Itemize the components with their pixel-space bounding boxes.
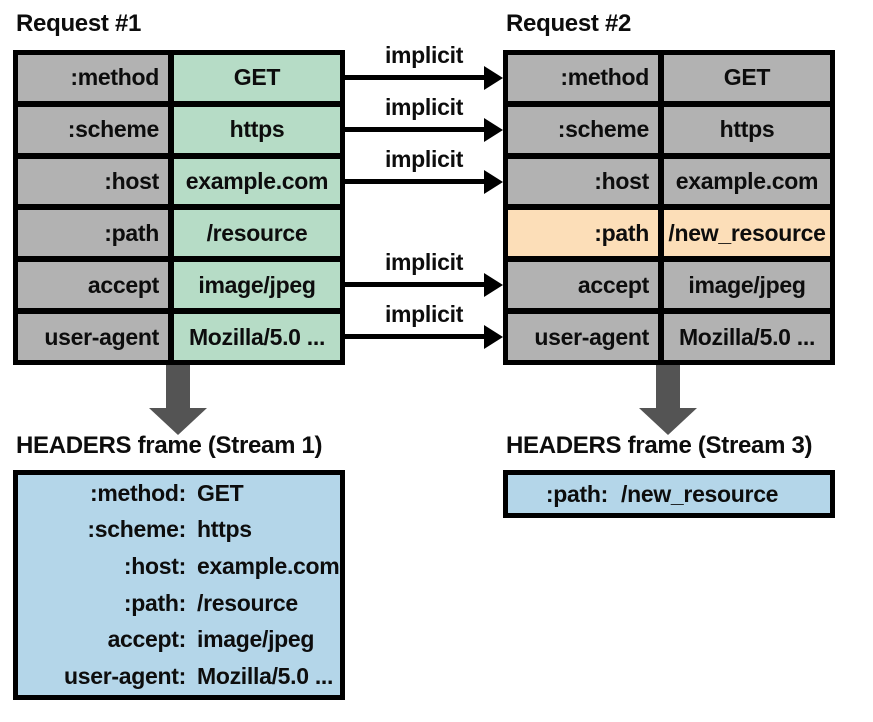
down-arrow-head bbox=[639, 408, 697, 435]
frame-entry-name: :host: bbox=[123, 553, 186, 580]
frame-entry-name: :path: bbox=[123, 589, 186, 616]
header-name-cell: :scheme bbox=[18, 106, 168, 153]
header-value-cell: image/jpeg bbox=[664, 262, 830, 309]
arrow-head-icon bbox=[484, 66, 503, 90]
arrow-head-icon bbox=[484, 118, 503, 142]
implicit-arrow-accept: implicit bbox=[345, 249, 503, 297]
header-name-cell: :scheme bbox=[508, 106, 658, 153]
request1-title: Request #1 bbox=[16, 10, 142, 37]
down-arrow-shaft bbox=[166, 365, 190, 408]
frame1-title: HEADERS frame (Stream 1) bbox=[16, 432, 323, 459]
frame-entry-value: GET bbox=[197, 479, 244, 506]
header-name-cell: :host bbox=[18, 158, 168, 205]
header-name-cell: accept bbox=[508, 262, 658, 309]
frame-entry-value: image/jpeg bbox=[197, 626, 315, 653]
arrow-head-icon bbox=[484, 273, 503, 297]
down-arrow-shaft bbox=[656, 365, 680, 408]
header-value-cell: https bbox=[664, 106, 830, 153]
arrow-line bbox=[345, 282, 486, 287]
header-value-cell: /resource bbox=[174, 210, 340, 257]
implicit-arrow-label: implicit bbox=[384, 42, 464, 68]
arrow-head-icon bbox=[484, 170, 503, 194]
header-name-cell-highlighted: :path bbox=[508, 210, 658, 257]
headers-frame-stream1-box: :method: GET :scheme: https :host: examp… bbox=[13, 470, 345, 700]
header-value-cell: https bbox=[174, 106, 340, 153]
implicit-arrow-label: implicit bbox=[384, 301, 464, 327]
header-value-cell: Mozilla/5.0 ... bbox=[664, 314, 830, 360]
down-arrow-head bbox=[149, 408, 207, 435]
header-value-cell: example.com bbox=[664, 158, 830, 205]
arrow-head-icon bbox=[484, 325, 503, 349]
implicit-arrow-scheme: implicit bbox=[345, 94, 503, 142]
frame-entry-value: https bbox=[197, 516, 252, 543]
headers-frame-stream3-box: :path: /new_resource bbox=[503, 470, 835, 518]
arrow-line bbox=[345, 75, 486, 80]
request1-table: :method GET :scheme https :host example.… bbox=[13, 50, 345, 365]
request2-table: :method GET :scheme https :host example.… bbox=[503, 50, 835, 365]
frame-entry-value: example.com bbox=[197, 553, 340, 580]
implicit-arrow-user-agent: implicit bbox=[345, 301, 503, 349]
implicit-arrow-host: implicit bbox=[345, 146, 503, 194]
frame2-title: HEADERS frame (Stream 3) bbox=[506, 432, 813, 459]
header-name-cell: user-agent bbox=[18, 314, 168, 360]
header-name-cell: :method bbox=[18, 55, 168, 101]
header-value-cell: example.com bbox=[174, 158, 340, 205]
arrow-line bbox=[345, 179, 486, 184]
header-name-cell: :method bbox=[508, 55, 658, 101]
frame-entry-name: :path: bbox=[545, 480, 608, 507]
header-name-cell: :host bbox=[508, 158, 658, 205]
header-name-cell: :path bbox=[18, 210, 168, 257]
implicit-arrow-method: implicit bbox=[345, 42, 503, 90]
header-name-cell: user-agent bbox=[508, 314, 658, 360]
frame-entry-value: Mozilla/5.0 ... bbox=[197, 663, 334, 690]
header-value-cell: GET bbox=[664, 55, 830, 101]
request2-title: Request #2 bbox=[506, 10, 632, 37]
arrow-line bbox=[345, 334, 486, 339]
down-arrow-icon bbox=[639, 365, 697, 435]
frame-entry-value: /resource bbox=[197, 589, 298, 616]
frame-entry-name: user-agent: bbox=[64, 663, 186, 690]
frame-entry-name: accept: bbox=[107, 626, 187, 653]
frame-entry-name: :scheme: bbox=[87, 516, 186, 543]
frame-entry-value: /new_resource bbox=[621, 480, 779, 507]
arrow-line bbox=[345, 127, 486, 132]
header-name-cell: accept bbox=[18, 262, 168, 309]
frame-entry-name: :method: bbox=[90, 479, 186, 506]
header-value-cell: Mozilla/5.0 ... bbox=[174, 314, 340, 360]
implicit-arrow-label: implicit bbox=[384, 94, 464, 120]
header-value-cell: GET bbox=[174, 55, 340, 101]
header-value-cell-highlighted: /new_resource bbox=[664, 210, 830, 257]
header-value-cell: image/jpeg bbox=[174, 262, 340, 309]
implicit-arrow-label: implicit bbox=[384, 249, 464, 275]
down-arrow-icon bbox=[149, 365, 207, 435]
implicit-arrow-label: implicit bbox=[384, 146, 464, 172]
